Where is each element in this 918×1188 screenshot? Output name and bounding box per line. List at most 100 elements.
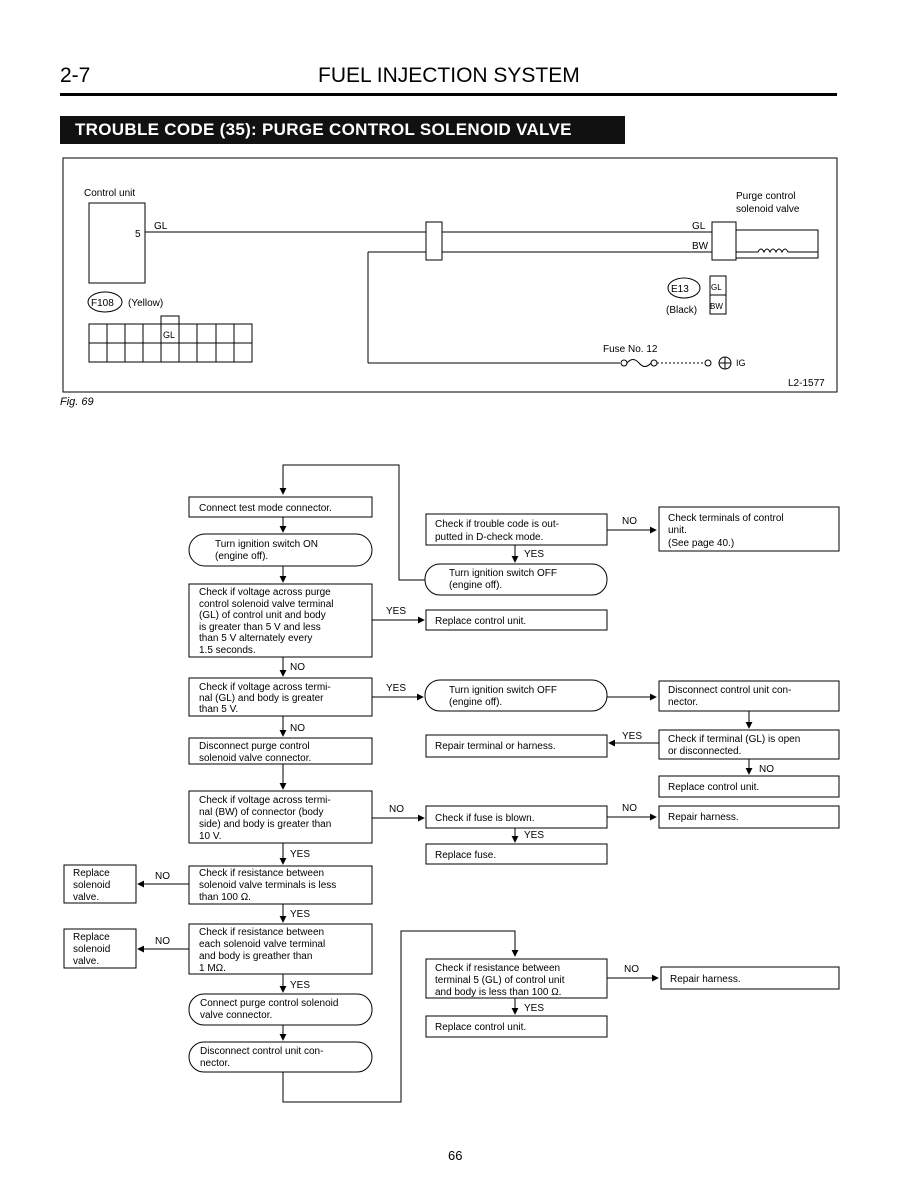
fuse-symbol [626, 359, 652, 367]
check-gl-open [658, 729, 840, 760]
step-ignition-on [188, 533, 373, 567]
step-text: solenoid valve connector. [199, 753, 311, 764]
step-text: 10 V. [199, 831, 221, 842]
diagram-frame [62, 157, 838, 393]
step-text: Connect test mode connector. [199, 503, 332, 514]
no-label: NO [155, 871, 170, 882]
step-ignition-off [424, 563, 608, 596]
e13-color: (Black) [666, 305, 697, 316]
ig-label: IG [736, 358, 746, 368]
check-terminals [658, 506, 840, 552]
step-text: Replace control unit. [435, 616, 526, 627]
repair-harness-2 [660, 966, 840, 990]
step-text: Turn ignition switch OFF [449, 685, 557, 696]
control-unit-box [88, 202, 146, 284]
step-ignition-off-2 [424, 679, 608, 712]
step-text: Replace [73, 932, 110, 943]
step-text: Check if voltage across termi- [199, 682, 331, 693]
f108-label: F108 [91, 298, 114, 309]
control-unit-label: Control unit [84, 188, 135, 199]
replace-fuse [425, 843, 608, 865]
solenoid-body [735, 229, 819, 259]
no-label: NO [622, 803, 637, 814]
repair-harness [658, 805, 840, 829]
yes-label: YES [290, 980, 310, 991]
step-text: Replace control unit. [668, 782, 759, 793]
solenoid-coil [736, 248, 818, 254]
step-text: nal (BW) of connector (body [199, 807, 324, 818]
fuse-label: Fuse No. 12 [603, 344, 658, 355]
step-text: Check if resistance between [199, 868, 324, 879]
f108-color: (Yellow) [128, 298, 163, 309]
step-text: Replace fuse. [435, 850, 496, 861]
e13-gl: GL [711, 283, 722, 292]
check-solenoid-body-resistance [188, 923, 373, 975]
step-text: solenoid [73, 880, 110, 891]
step-text: Turn ignition switch ON [215, 539, 318, 550]
sol-bw-label: BW [692, 241, 709, 252]
step-text: Check if voltage across purge [199, 587, 331, 598]
step-text: valve. [73, 956, 99, 967]
step-text: than 5 V alternately every [199, 633, 312, 644]
disconnect-control-unit [658, 680, 840, 712]
step-text: unit. [668, 525, 687, 536]
flowchart: Connect test mode connector. Turn igniti… [63, 464, 840, 1103]
step-text: putted in D-check mode. [435, 532, 543, 543]
step-disconnect-control-unit [188, 1041, 373, 1073]
step-text: valve. [73, 892, 99, 903]
f108-gl: GL [163, 330, 175, 340]
step-text: Check if resistance between [435, 963, 560, 974]
step-text: Check if fuse is blown. [435, 813, 535, 824]
page-number: 66 [448, 1148, 463, 1163]
yes-label: YES [386, 606, 406, 617]
step-text: (GL) of control unit and body [199, 610, 326, 621]
solenoid-connector [711, 221, 737, 261]
figure-caption: Fig. 69 [60, 396, 94, 408]
step-text: or disconnected. [668, 746, 741, 757]
step-text: Check if voltage across termi- [199, 795, 331, 806]
check-solenoid-resistance [188, 865, 373, 905]
step-text: than 5 V. [199, 704, 238, 715]
step-text: (engine off). [449, 580, 502, 591]
header-rule [60, 93, 837, 96]
yes-label: YES [524, 830, 544, 841]
step-text: (engine off). [449, 697, 502, 708]
f108-badge [87, 291, 123, 313]
step-text: control solenoid valve terminal [199, 599, 334, 610]
step-text: 1 MΩ. [199, 963, 226, 974]
step-text: Repair terminal or harness. [435, 741, 556, 752]
step-text: (See page 40.) [668, 538, 734, 549]
check-trouble-code [425, 513, 608, 546]
step-text: solenoid valve terminals is less [199, 880, 336, 891]
step-text: Connect purge control solenoid [200, 998, 338, 1009]
page-title: FUEL INJECTION SYSTEM [318, 64, 580, 87]
step-text: nal (GL) and body is greater [199, 693, 324, 704]
step-text: Disconnect purge control [199, 741, 310, 752]
yes-label: YES [524, 1003, 544, 1014]
no-label: NO [759, 764, 774, 775]
step-text: Disconnect control unit con- [200, 1046, 323, 1057]
disconnect-purge-connector [188, 737, 373, 765]
step-text: terminal 5 (GL) of control unit [435, 975, 565, 986]
step-text: side) and body is greater than [199, 819, 331, 830]
sol-gl-label: GL [692, 221, 706, 232]
step-text: Check if terminal (GL) is open [668, 734, 800, 745]
check-gl-voltage [188, 677, 373, 717]
e13-bw: BW [710, 302, 723, 311]
step-connect-purge-connector [188, 993, 373, 1026]
step-text: Check terminals of control [668, 513, 784, 524]
check-bw-voltage [188, 790, 373, 844]
wiring-diagram: Control unit 5 GL GL BW Purge control so… [62, 157, 838, 393]
step-text: solenoid [73, 944, 110, 955]
no-label: NO [624, 964, 639, 975]
yes-label: YES [524, 549, 544, 560]
repair-terminal [425, 734, 608, 758]
check-purge-voltage [188, 583, 373, 658]
no-label: NO [290, 662, 305, 673]
step-text: and body is less than 100 Ω. [435, 987, 561, 998]
e13-badge [667, 277, 701, 299]
f108-connector [88, 315, 253, 363]
step-text: each solenoid valve terminal [199, 939, 325, 950]
section-banner: TROUBLE CODE (35): PURGE CONTROL SOLENOI… [60, 116, 625, 144]
check-terminal5-resistance [425, 958, 608, 999]
